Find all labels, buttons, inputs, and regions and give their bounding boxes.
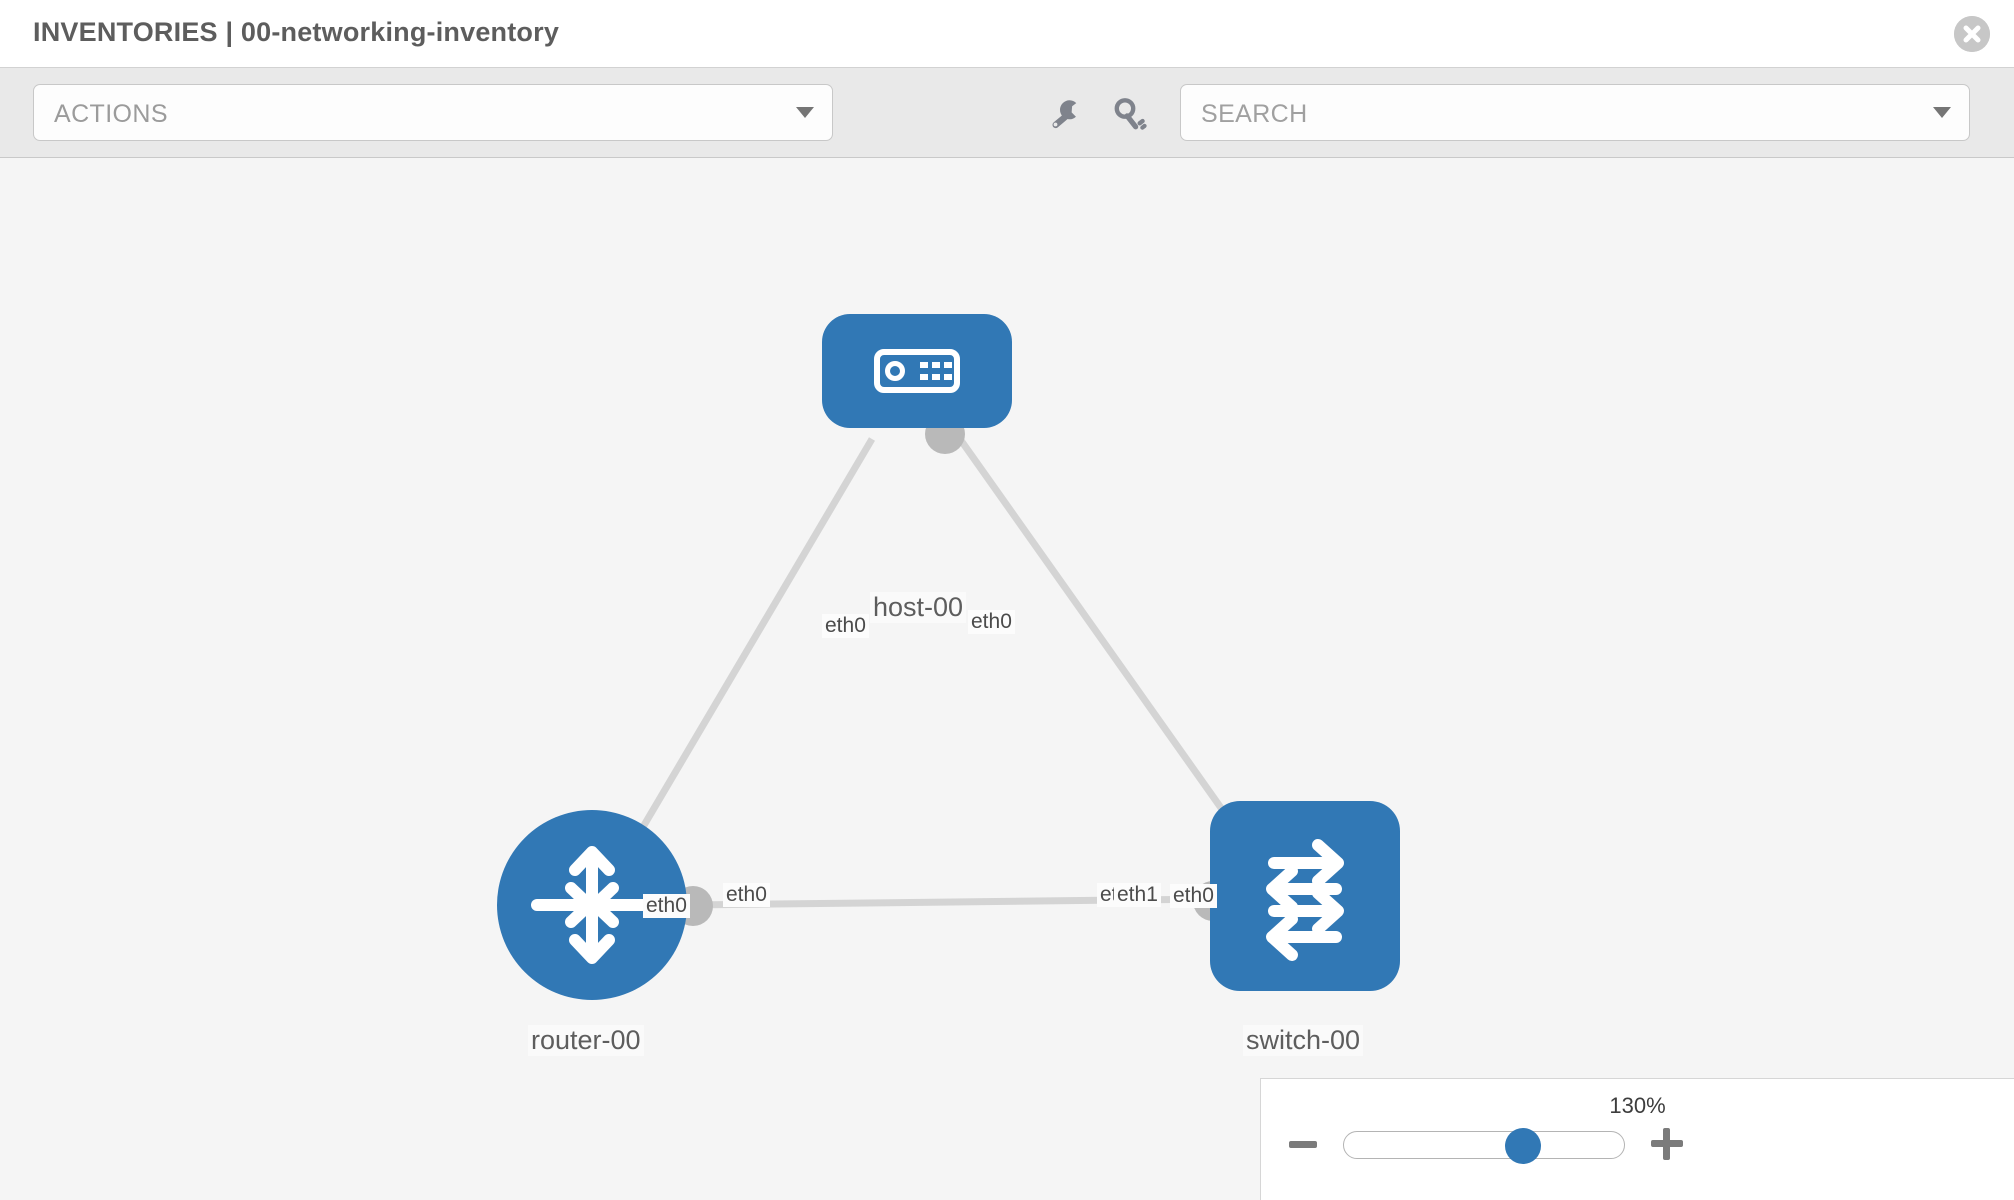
topology-node-host-00[interactable] <box>822 314 1012 428</box>
server-icon <box>874 349 960 393</box>
actions-dropdown-label: ACTIONS <box>54 100 168 128</box>
link-router-switch <box>689 895 1216 909</box>
chevron-down-icon[interactable] <box>1933 107 1951 118</box>
router-icon <box>531 846 653 964</box>
switch-icon <box>1266 839 1344 961</box>
zoom-slider-row <box>1261 1128 2014 1175</box>
page-header: INVENTORIES | 00-networking-inventory <box>0 0 2014 68</box>
actions-dropdown[interactable]: ACTIONS <box>33 84 833 141</box>
link-host-switch <box>957 436 1246 842</box>
close-icon[interactable] <box>1954 16 1990 52</box>
key-icon[interactable] <box>1110 94 1150 134</box>
zoom-slider[interactable] <box>1343 1128 1625 1164</box>
toolbar: ACTIONS SEARCH <box>0 68 2014 158</box>
topology-node-switch-00[interactable] <box>1210 801 1400 991</box>
page-title: INVENTORIES | 00-networking-inventory <box>33 17 560 47</box>
zoom-control-panel: 130% <box>1260 1078 2014 1200</box>
search-input[interactable]: SEARCH <box>1180 84 1970 141</box>
link-host-router <box>626 437 876 851</box>
topology-node-router-00[interactable] <box>497 810 687 1000</box>
zoom-percent-label: 130% <box>1609 1093 1666 1118</box>
topology-canvas[interactable]: host-00 router-00 switch-00 eth0 eth0 et… <box>0 159 2014 1200</box>
search-placeholder: SEARCH <box>1201 100 1308 128</box>
zoom-slider-thumb[interactable] <box>1505 1128 1541 1164</box>
chevron-down-icon <box>796 107 814 118</box>
plus-icon[interactable] <box>1651 1128 1683 1160</box>
minus-icon[interactable] <box>1289 1141 1317 1148</box>
wrench-icon[interactable] <box>1045 94 1085 134</box>
